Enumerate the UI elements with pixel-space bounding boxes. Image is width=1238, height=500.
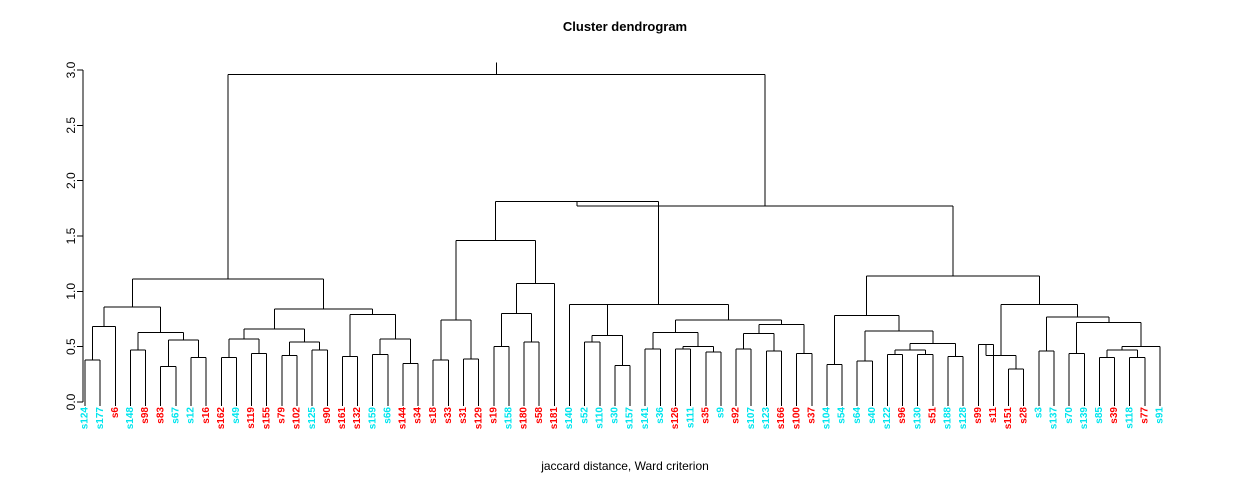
leaf-label: s83 [155,407,166,424]
leaf-label: s158 [504,407,515,430]
leaf-label: s70 [1064,407,1075,424]
leaf-label: s129 [473,407,484,430]
leaf-label: s90 [322,407,333,424]
leaf-label: s54 [837,407,848,424]
leaf-label: s124 [80,407,91,430]
leaf-label: s40 [867,407,878,424]
x-axis-label: jaccard distance, Ward criterion [540,459,709,473]
leaf-label: s35 [700,407,711,424]
leaf-label: s6 [110,407,121,419]
y-axis: 0.0 0.5 1.0 1.5 2.0 2.5 3.0 [64,61,84,410]
leaf-label: s16 [201,407,212,424]
leaf-label: s157 [625,407,636,430]
leaf-label: s3 [1034,407,1045,419]
leaf-label: s177 [95,407,106,430]
leaf-label: s130 [912,407,923,430]
leaf-label: s66 [382,407,393,424]
leaf-label: s12 [186,407,197,424]
dendrogram-branches [84,62,1161,402]
leaf-label: s92 [731,407,742,424]
leaf-label: s100 [791,407,802,430]
leaf-label: s144 [398,407,409,430]
leaf-label: s155 [261,407,272,430]
leaf-label: s107 [746,407,757,430]
leaf-label: s139 [1079,407,1090,430]
leaf-label: s132 [352,407,363,430]
leaf-label: s18 [428,407,439,424]
leaf-label: s137 [1049,407,1060,430]
leaf-label: s28 [1018,407,1029,424]
leaf-label: s37 [806,407,817,424]
y-axis-tick-label: 2.0 [64,172,78,189]
leaf-label: s34 [413,407,424,424]
leaf-label: s166 [776,407,787,430]
leaf-label: s188 [943,407,954,430]
y-axis-tick-label: 0.5 [64,338,78,355]
leaf-label: s77 [1139,407,1150,424]
leaf-label: s85 [1094,407,1105,424]
leaf-label: s64 [852,407,863,424]
leaf-label: s110 [594,407,605,429]
y-axis-tick-label: 3.0 [64,61,78,78]
leaf-label: s19 [488,407,499,424]
leaf-label: s96 [897,407,908,424]
leaf-label: s148 [125,407,136,430]
leaf-label: s118 [1124,407,1135,429]
leaf-label: s161 [337,407,348,430]
page-title: Cluster dendrogram [563,19,687,34]
leaf-label: s140 [564,407,575,430]
leaf-label: s33 [443,407,454,424]
leaf-label: s52 [579,407,590,424]
leaf-label: s180 [519,407,530,430]
y-axis-tick-label: 2.5 [64,117,78,134]
y-axis-tick-label: 1.0 [64,283,78,300]
leaf-label: s102 [292,407,303,430]
leaf-label: s9 [716,407,727,419]
leaf-label: s125 [307,407,318,430]
leaf-label: s99 [973,407,984,424]
leaf-label: s11 [988,407,999,424]
leaf-label: s119 [246,407,257,429]
y-axis-tick-label: 0.0 [64,393,78,410]
leaf-label: s122 [882,407,893,430]
leaf-label: s36 [655,407,666,424]
leaf-label: s128 [958,407,969,430]
leaf-label: s181 [549,407,560,430]
leaf-label: s79 [276,407,287,424]
leaf-label: s51 [928,407,939,424]
leaf-label: s58 [534,407,545,424]
leaf-labels: s124 s177 s6 s148 s98 s83 s67 s12 s16 s162 s49 s119… [80,402,1166,429]
leaf-label: s49 [231,407,242,424]
leaf-label: s98 [140,407,151,424]
leaf-label: s162 [216,407,227,430]
leaf-label: s141 [640,407,651,430]
leaf-label: s104 [822,407,833,430]
leaf-label: s67 [170,407,181,424]
leaf-label: s126 [670,407,681,430]
leaf-label: s159 [367,407,378,430]
y-axis-tick-label: 1.5 [64,227,78,244]
leaf-label: s31 [458,407,469,424]
leaf-label: s111 [685,407,696,429]
leaf-label: s91 [1155,407,1166,424]
leaf-label: s39 [1109,407,1120,424]
leaf-label: s123 [761,407,772,430]
leaf-label: s30 [610,407,621,424]
leaf-label: s151 [1003,407,1014,430]
